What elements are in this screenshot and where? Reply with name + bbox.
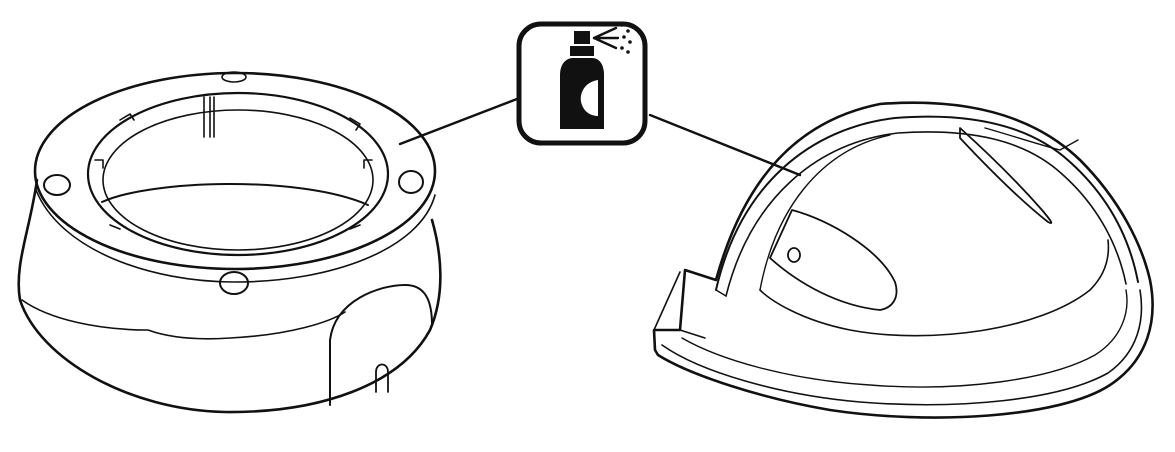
dome-cover-base-outline: [652, 101, 1154, 419]
spray-can-icon-spray: [592, 26, 620, 50]
dome-cover-tab: [653, 271, 706, 339]
ring-base-step-line: [21, 299, 346, 340]
spray-can-icon-frame: [516, 21, 648, 146]
dome-cover-groove: [715, 134, 891, 297]
ring-base-side-port: [329, 284, 433, 406]
spray-can-icon-dots: [620, 23, 632, 54]
dome-cover-window: [769, 209, 898, 311]
ring-base-inner-floor: [101, 183, 369, 206]
ring-base-screw-hole: [219, 271, 249, 295]
ring-base-top-notch: [221, 71, 247, 83]
ring-base-rim-bevel: [35, 189, 436, 283]
ring-base-clip: [203, 96, 215, 138]
leader-line-right: [648, 113, 802, 177]
dome-cover-window-hole: [787, 247, 801, 263]
ring-base-clip: [94, 113, 373, 230]
spray-can-icon: [516, 21, 648, 146]
ring-base-opening-inner: [102, 109, 374, 251]
spray-can-icon-neck: [570, 46, 594, 56]
ring-base: [17, 71, 442, 414]
spray-can-icon-label: [580, 80, 598, 116]
spray-can-icon-nozzle: [574, 31, 590, 44]
callout: [398, 21, 802, 177]
ring-base-screw-hole: [398, 170, 424, 194]
dome-cover: [652, 101, 1154, 419]
dome-cover-rim-inner: [725, 131, 1127, 297]
dome-cover-base-lip-inner: [681, 289, 1128, 388]
ring-base-body-outline: [17, 178, 442, 414]
ring-base-screw-hole: [43, 174, 71, 196]
dome-cover-dome: [759, 239, 1110, 337]
ring-base-opening: [86, 91, 390, 257]
dome-cover-slot: [959, 127, 1053, 224]
dome-cover-slot-edge: [984, 127, 1079, 151]
leader-line-left: [398, 97, 519, 146]
ring-base-side-port-slot: [375, 363, 389, 393]
ring-base-top-rim: [33, 71, 437, 271]
dome-cover-base-lip: [661, 289, 1143, 406]
dome-cover-rim: [715, 115, 1139, 291]
